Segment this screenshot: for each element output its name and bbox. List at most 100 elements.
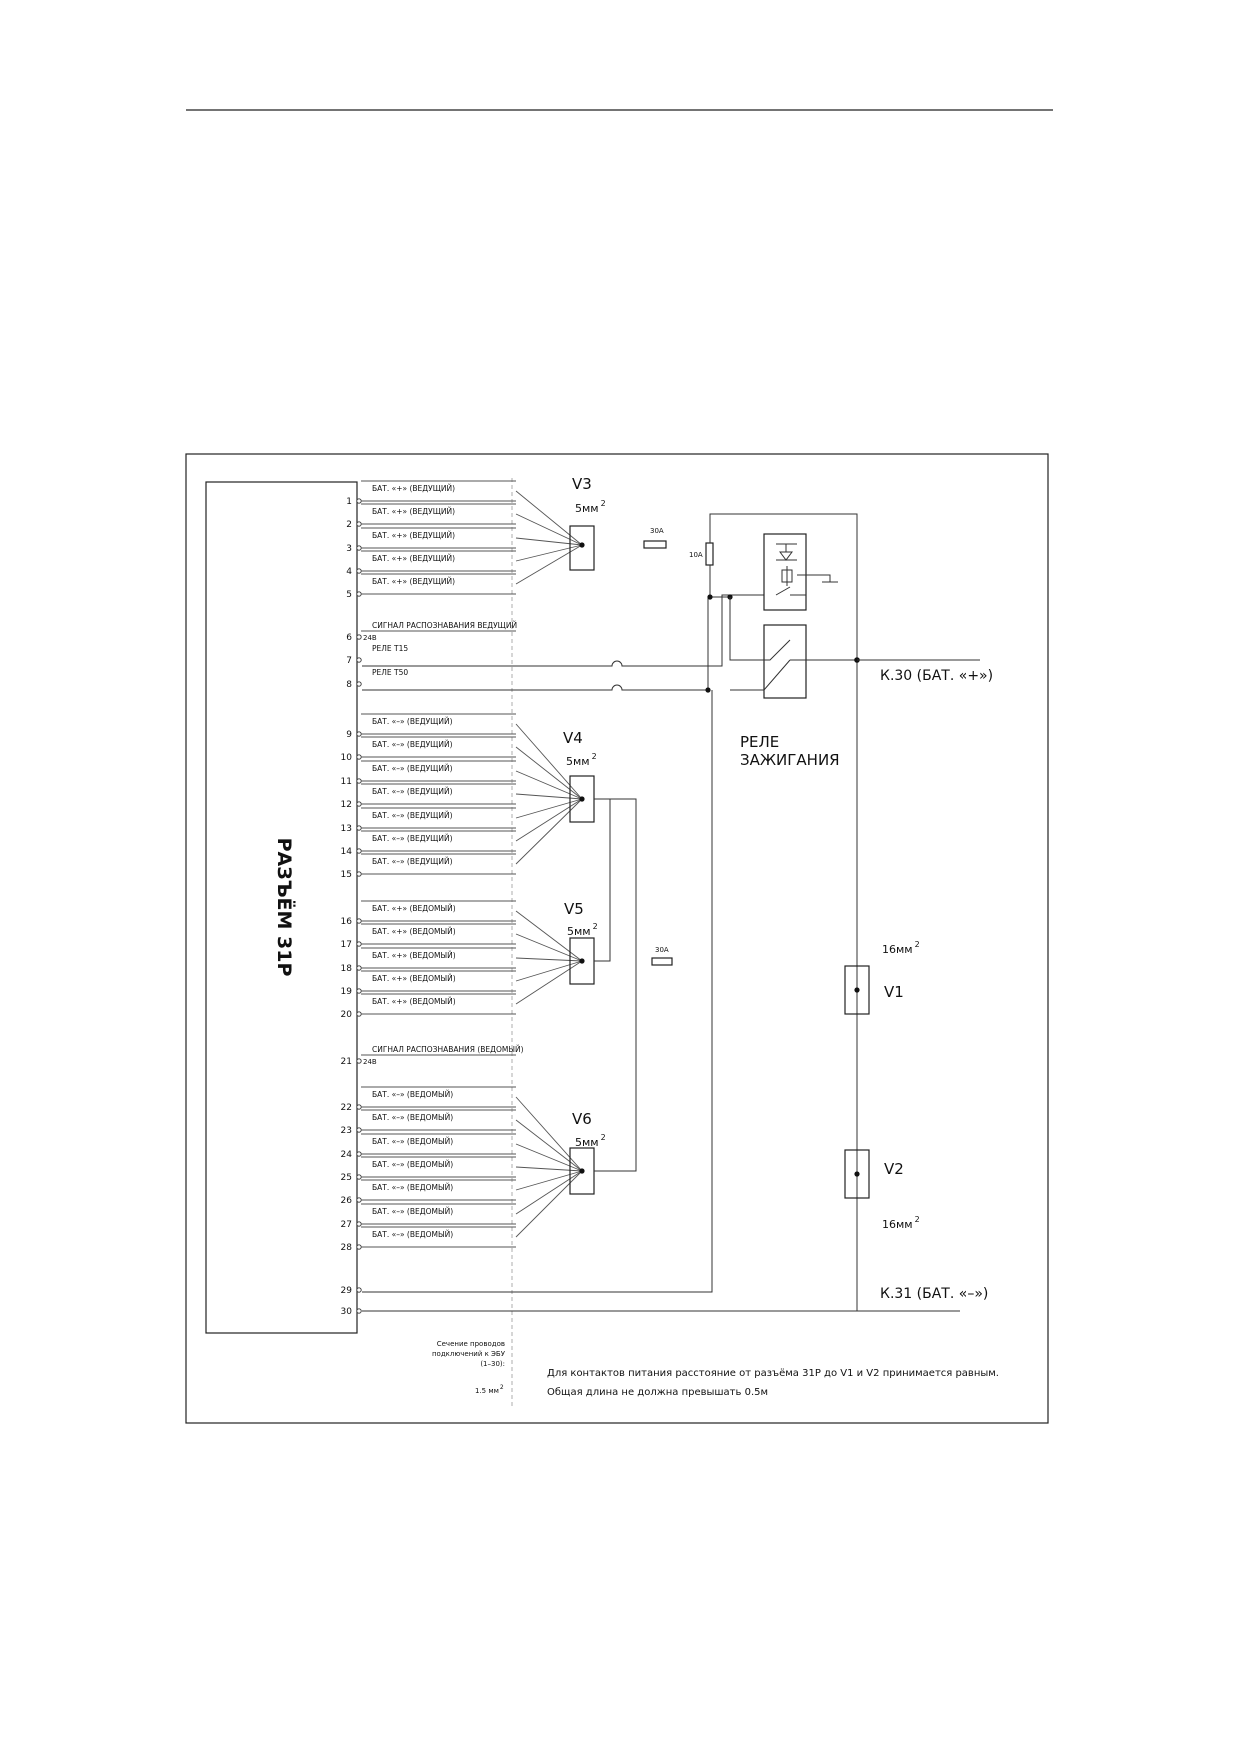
footnote-line2: Общая длина не должна превышать 0.5м bbox=[547, 1387, 768, 1398]
v1-junction-dot bbox=[854, 987, 860, 993]
pin-label-25: БАТ. «–» (ВЕДОМЫЙ) bbox=[372, 1160, 453, 1169]
fuse-10a bbox=[705, 542, 714, 566]
pin-number-4: 4 bbox=[346, 567, 352, 577]
diagram-frame bbox=[185, 453, 1049, 1424]
pin-terminal-17 bbox=[356, 941, 362, 947]
v4-label: V4 bbox=[563, 729, 583, 747]
pin-terminal-29 bbox=[356, 1287, 362, 1293]
pin-label-26: БАТ. «–» (ВЕДОМЫЙ) bbox=[372, 1183, 453, 1192]
pin-label-1: БАТ. «+» (ВЕДУЩИЙ) bbox=[372, 484, 455, 493]
pin-sublabel-6: 24В bbox=[363, 634, 377, 642]
pin-terminal-27 bbox=[356, 1221, 362, 1227]
pin-label-8: РЕЛЕ Т50 bbox=[372, 668, 408, 677]
pin-label-2: БАТ. «+» (ВЕДУЩИЙ) bbox=[372, 507, 455, 516]
footnote-line1: Для контактов питания расстояние от разъ… bbox=[547, 1368, 999, 1379]
pin-terminal-13 bbox=[356, 825, 362, 831]
pin-label-7: РЕЛЕ Т15 bbox=[372, 644, 408, 653]
fan-wire-10 bbox=[515, 746, 583, 800]
pin-terminal-22 bbox=[356, 1104, 362, 1110]
v6-label: V6 bbox=[572, 1110, 592, 1128]
fuse-30a-upper-label: 30А bbox=[650, 527, 664, 535]
pin-number-10: 10 bbox=[341, 753, 353, 763]
fan-wire-9 bbox=[515, 723, 583, 800]
pin-label-28: БАТ. «–» (ВЕДОМЫЙ) bbox=[372, 1230, 453, 1239]
pin-terminal-10 bbox=[356, 754, 362, 760]
fan-wire-27 bbox=[515, 1170, 583, 1215]
pin-number-7: 7 bbox=[346, 656, 352, 666]
k30-label: К.30 (БАТ. «+») bbox=[880, 668, 993, 684]
pin-terminal-15 bbox=[356, 871, 362, 877]
pin-number-8: 8 bbox=[346, 680, 352, 690]
pin-terminal-19 bbox=[356, 988, 362, 994]
fan-wire-26 bbox=[515, 1170, 583, 1191]
relay-pin29-line bbox=[362, 690, 713, 1293]
wire-note-line3: (1–30): bbox=[480, 1360, 505, 1368]
pin-label-20: БАТ. «+» (ВЕДОМЫЙ) bbox=[372, 997, 456, 1006]
relay-upper-box bbox=[763, 533, 807, 611]
fuse-30a-lower-label: 30А bbox=[655, 946, 669, 954]
fan-wire-14 bbox=[515, 798, 583, 842]
pin-terminal-8 bbox=[356, 681, 362, 687]
fan-wire-24 bbox=[515, 1143, 583, 1172]
v5-label: V5 bbox=[564, 900, 584, 918]
pin-terminal-30 bbox=[356, 1308, 362, 1314]
fuse-10a-label: 10А bbox=[689, 551, 703, 559]
v5-junction-dot bbox=[579, 958, 585, 964]
pin-number-13: 13 bbox=[341, 824, 352, 834]
pin-number-18: 18 bbox=[341, 964, 353, 974]
fan-wire-18 bbox=[515, 957, 583, 962]
pin-label-5: БАТ. «+» (ВЕДУЩИЙ) bbox=[372, 577, 455, 586]
pin-terminal-5 bbox=[356, 591, 362, 597]
fan-wire-1 bbox=[515, 490, 583, 546]
pin-number-6: 6 bbox=[346, 633, 352, 643]
pin-number-25: 25 bbox=[341, 1173, 352, 1183]
pin-terminal-25 bbox=[356, 1174, 362, 1180]
wire-note-line2: подключений к ЭБУ bbox=[432, 1350, 506, 1358]
pin-label-3: БАТ. «+» (ВЕДУЩИЙ) bbox=[372, 531, 455, 540]
v2-junction-dot bbox=[854, 1171, 860, 1177]
pin-label-14: БАТ. «–» (ВЕДУЩИЙ) bbox=[372, 834, 453, 843]
pin-label-6: СИГНАЛ РАСПОЗНАВАНИЯ ВЕДУЩИЙ bbox=[372, 621, 517, 630]
k31-label: К.31 (БАТ. «–») bbox=[880, 1286, 988, 1302]
pin-terminal-24 bbox=[356, 1151, 362, 1157]
pin-sublabel-21: 24В bbox=[363, 1058, 377, 1066]
pin-label-21: СИГНАЛ РАСПОЗНАВАНИЯ (ВЕДОМЫЙ) bbox=[372, 1045, 524, 1054]
pin-number-9: 9 bbox=[346, 730, 352, 740]
pin-number-5: 5 bbox=[346, 590, 352, 600]
relay-lower-box bbox=[763, 624, 807, 699]
pin-number-17: 17 bbox=[341, 940, 352, 950]
pin-label-15: БАТ. «–» (ВЕДУЩИЙ) bbox=[372, 857, 453, 866]
pin-number-20: 20 bbox=[341, 1010, 353, 1020]
pin-label-11: БАТ. «–» (ВЕДУЩИЙ) bbox=[372, 764, 453, 773]
v4-v5-link bbox=[594, 798, 611, 962]
pin-terminal-9 bbox=[356, 731, 362, 737]
v3-label: V3 bbox=[572, 475, 592, 493]
relay-label-line1: РЕЛЕ bbox=[740, 733, 779, 751]
pin-number-21: 21 bbox=[341, 1057, 352, 1067]
relay-coil-feed bbox=[709, 565, 730, 598]
pin-label-10: БАТ. «–» (ВЕДУЩИЙ) bbox=[372, 740, 453, 749]
pin-number-23: 23 bbox=[341, 1126, 352, 1136]
fan-wire-5 bbox=[515, 544, 583, 585]
connector-label: РАЗЪЁМ 31Р bbox=[273, 838, 297, 977]
wire-note-line1: Сечение проводов bbox=[437, 1340, 505, 1348]
relay-t15-line bbox=[362, 594, 764, 667]
fan-wire-3 bbox=[515, 537, 583, 546]
pin-number-28: 28 bbox=[341, 1243, 353, 1253]
pin-terminal-11 bbox=[356, 778, 362, 784]
pin-label-13: БАТ. «–» (ВЕДУЩИЙ) bbox=[372, 811, 453, 820]
v5-v6-link bbox=[594, 798, 637, 1172]
pin-label-17: БАТ. «+» (ВЕДОМЫЙ) bbox=[372, 927, 456, 936]
fan-wire-28 bbox=[515, 1170, 583, 1238]
pin-terminal-12 bbox=[356, 801, 362, 807]
v1-node-box bbox=[844, 965, 870, 1015]
pin-terminal-7 bbox=[356, 657, 362, 663]
pin-label-16: БАТ. «+» (ВЕДОМЫЙ) bbox=[372, 904, 456, 913]
pin-number-12: 12 bbox=[341, 800, 352, 810]
v4-junction-dot bbox=[579, 796, 585, 802]
